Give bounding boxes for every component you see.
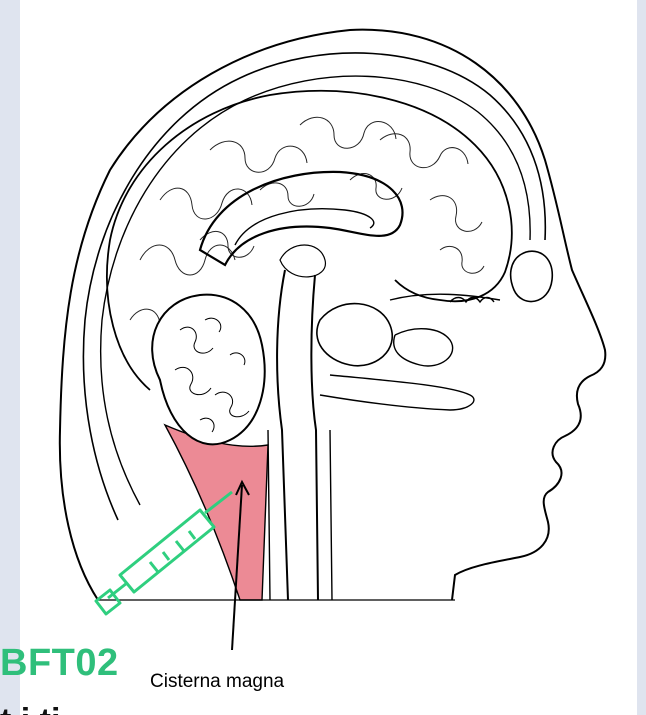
spinal-canal <box>268 430 332 600</box>
code-label: BFT02 <box>0 644 119 682</box>
thalamus <box>280 245 325 277</box>
cisterna-magna-region <box>165 425 268 600</box>
cisterna-magna-label: Cisterna magna <box>150 672 284 691</box>
orbit <box>511 251 553 301</box>
head-skin-outline <box>60 30 606 600</box>
partial-bottom-text: t i ti <box>0 704 60 715</box>
cerebellum <box>152 295 264 445</box>
sphenoid-sinus <box>317 304 392 366</box>
brainstem <box>277 270 318 600</box>
palate <box>320 375 474 410</box>
nasal-cavity <box>390 294 500 366</box>
